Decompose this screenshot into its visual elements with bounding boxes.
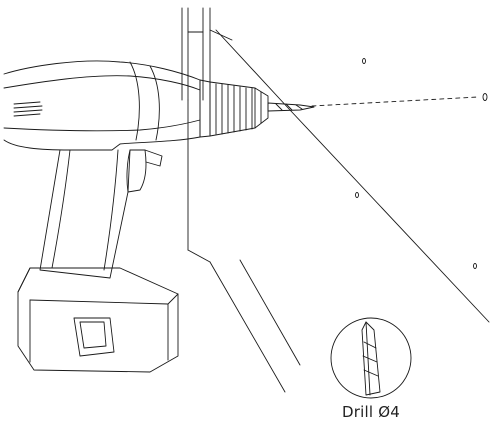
drill-bit: [267, 102, 315, 112]
drill-handle: [39, 149, 131, 279]
drill-size-caption: Drill Ø4: [342, 403, 400, 421]
drilling-guide-line: [311, 96, 479, 107]
drill-trigger: [126, 149, 163, 193]
drill-body: [3, 60, 201, 151]
drill-chuck: [199, 79, 269, 138]
drill-bit-detail-callout: [330, 317, 412, 399]
wall-edges: [181, 7, 490, 393]
hole-marks: [355, 58, 488, 269]
battery-pack: [17, 267, 179, 373]
